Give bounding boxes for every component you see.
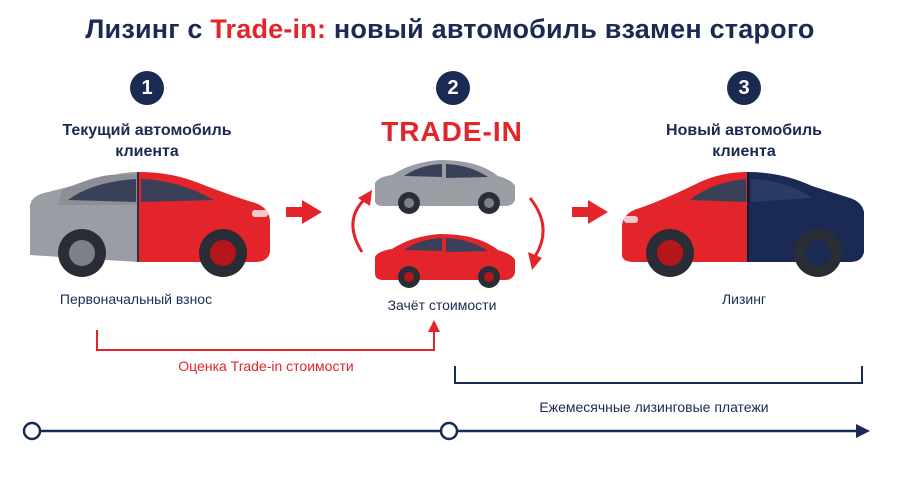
step-3-title: Новый автомобиль клиента (634, 120, 854, 162)
step-3-caption: Лизинг (721, 291, 767, 307)
title-accent: Trade-in: (210, 14, 327, 44)
title-part1: Лизинг с (85, 14, 211, 44)
step-2-badge: 2 (436, 71, 470, 105)
exchange-arrows-icon (351, 196, 545, 259)
trade-in-red-car-illustration (375, 234, 515, 288)
monthly-payments-bracket (454, 366, 863, 384)
page-title: Лизинг с Trade-in: новый автомобиль взам… (0, 14, 900, 45)
trade-in-heading: TRADE-IN (381, 116, 523, 147)
trade-in-valuation-label: Оценка Trade-in стоимости (178, 358, 354, 374)
step-1-title-line2: клиента (115, 143, 179, 160)
step-1-title: Текущий автомобиль клиента (37, 120, 257, 162)
new-car-illustration (622, 172, 864, 277)
step-3-title-line1: Новый автомобиль (666, 122, 822, 139)
timeline (22, 421, 870, 441)
title-part2: новый автомобиль взамен старого (326, 14, 815, 44)
step-1-title-line1: Текущий автомобиль (62, 122, 232, 139)
arrow-right-icon (572, 200, 608, 224)
monthly-payments-label: Ежемесячные лизинговые платежи (539, 399, 769, 415)
step-2-caption: Зачёт стоимости (387, 297, 497, 313)
trade-in-valuation-bracket (96, 330, 435, 351)
step-3-title-line2: клиента (712, 143, 776, 160)
trade-in-gray-car-illustration (375, 160, 515, 214)
step-1-badge: 1 (130, 71, 164, 105)
arrow-right-icon (286, 200, 322, 224)
step-3-badge: 3 (727, 71, 761, 105)
step-1-caption: Первоначальный взнос (59, 291, 213, 307)
current-car-illustration (30, 172, 270, 277)
